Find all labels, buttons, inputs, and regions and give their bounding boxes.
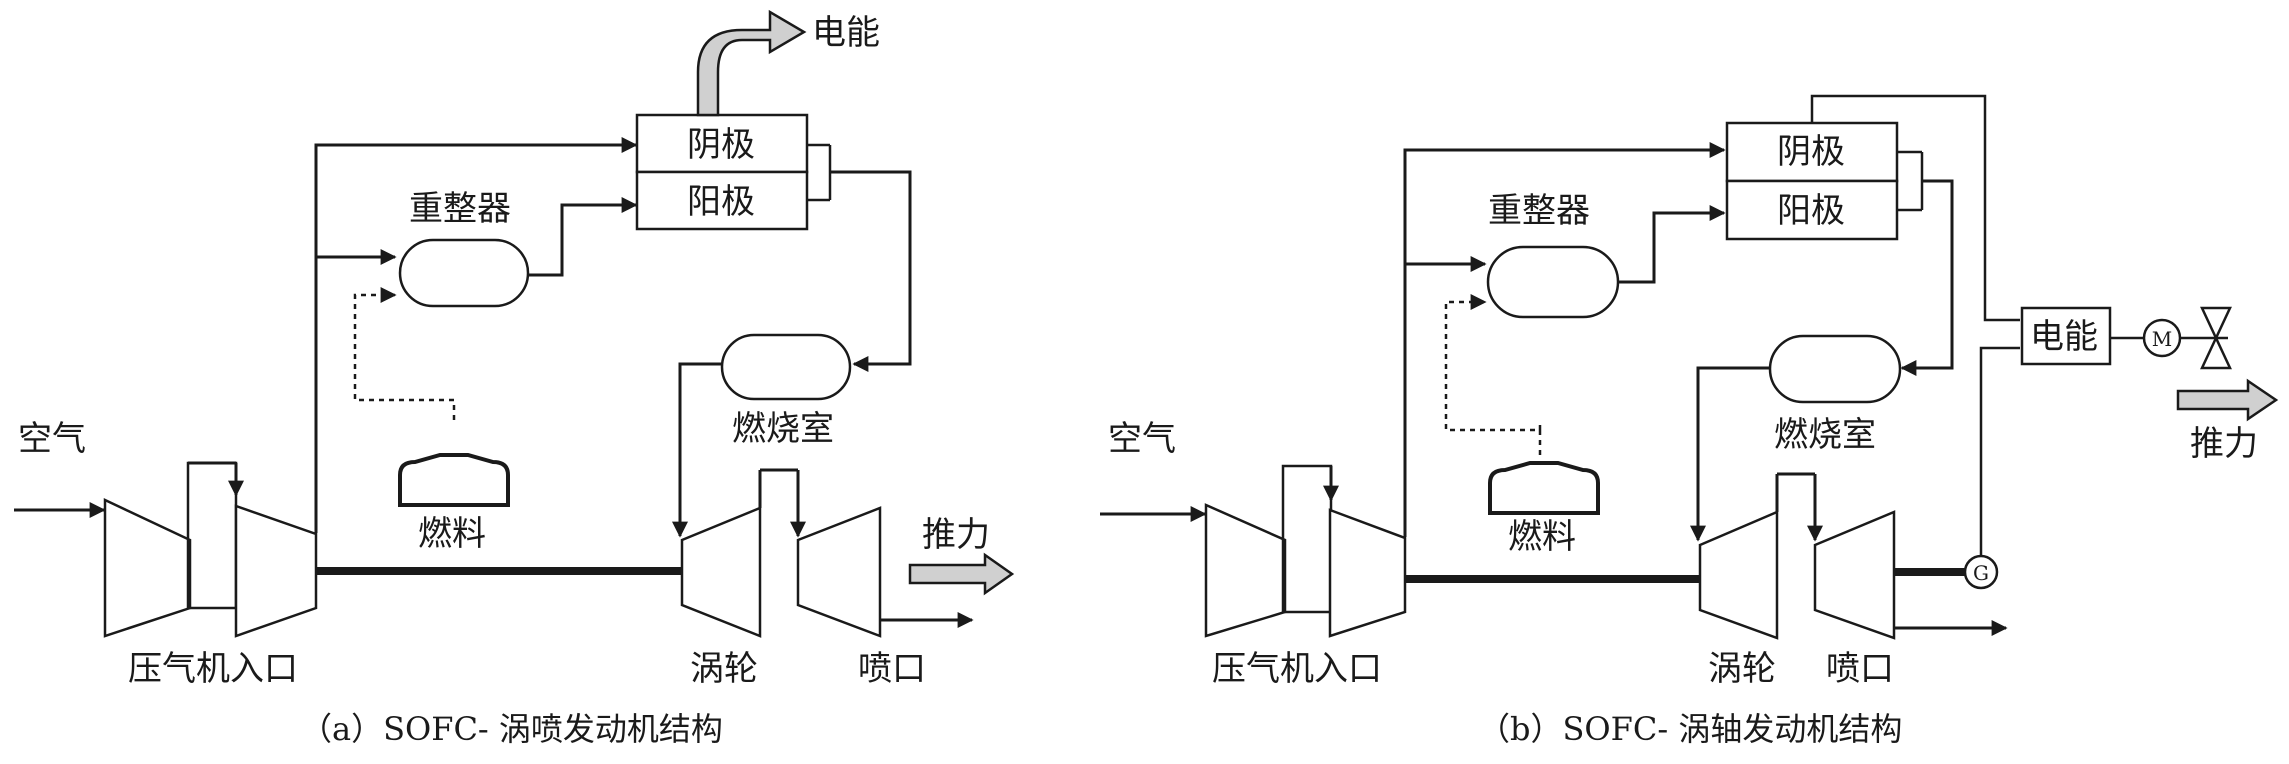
compressor-stage-1-b: [1204, 503, 1287, 638]
combustor-to-turbine-line: [672, 362, 722, 538]
air-to-cathode-line-b: [1403, 142, 1726, 537]
electricity-label: 电能: [812, 13, 880, 53]
exhaust-to-combustor-line: [830, 170, 912, 372]
reformer-vessel-b: [1486, 245, 1620, 319]
combustor-vessel-b: [1768, 334, 1902, 404]
combustor-label: 燃烧室: [732, 409, 834, 449]
anode-block-b: [1725, 179, 1899, 241]
fan-blade-top: [2200, 306, 2232, 341]
compressor-stage-2: [234, 504, 318, 638]
anode-label: 阳极: [687, 182, 755, 222]
reformer-label: 重整器: [409, 189, 511, 229]
compressor-label: 压气机入口: [128, 649, 298, 689]
electricity-label-b: 电能: [2030, 317, 2098, 357]
thrust-label: 推力: [922, 515, 990, 555]
reformer-vessel: [398, 238, 530, 308]
power-unit-box: [2020, 306, 2112, 366]
air-label: 空气: [18, 419, 86, 459]
thrust-arrow-b: [2176, 378, 2279, 422]
cathode-label: 阴极: [687, 125, 755, 165]
fuel-label-b: 燃料: [1508, 517, 1576, 557]
nozzle-label: 喷口: [858, 649, 926, 689]
turbine-label: 涡轮: [690, 649, 758, 689]
compressor-casing-b: [1281, 464, 1333, 614]
turbine-stage: [680, 506, 762, 638]
panel-b: 空气 压气机入口 重整器 燃料 阴极 阳极 燃烧室: [1100, 94, 2279, 748]
fuel-label: 燃料: [418, 514, 486, 554]
fuel-line-b: [1444, 294, 1542, 455]
combustor-label-b: 燃烧室: [1774, 415, 1876, 455]
combustor-to-turbine-line-b: [1690, 366, 1770, 542]
fuel-tank-icon: [398, 453, 510, 507]
compressor-stage-1: [103, 498, 192, 638]
air-to-cathode-line: [314, 137, 638, 533]
compressor-stage-2-b: [1328, 508, 1407, 638]
air-label-b: 空气: [1108, 419, 1176, 459]
anode-label-b: 阳极: [1777, 191, 1845, 231]
nozzle-stage: [796, 506, 882, 638]
compressor-label-b: 压气机入口: [1212, 649, 1382, 689]
generator-to-power-wire: [1979, 346, 2020, 556]
turbine-label-b: 涡轮: [1708, 649, 1776, 689]
exhaust-to-combustor-line-b: [1900, 179, 1954, 376]
electric-output-arrow: [696, 9, 807, 117]
combustor-vessel: [720, 333, 852, 401]
thrust-arrow: [908, 552, 1015, 596]
panel-a: 空气 压气机入口 重整器 燃料 阴极 阳极 电能: [14, 9, 1015, 748]
stack-to-power-wire: [1810, 94, 2020, 322]
fuel-tank-icon-b: [1488, 461, 1600, 515]
fuel-line: [353, 287, 456, 420]
cathode-block: [635, 113, 809, 174]
generator-label: G: [1973, 561, 1989, 585]
power-turbine-stage: [1813, 510, 1896, 640]
reformer-to-anode-line-b: [1618, 205, 1726, 284]
motor-label: M: [2152, 327, 2172, 351]
cathode-label-b: 阴极: [1777, 132, 1845, 172]
reformer-to-anode-line: [528, 197, 638, 277]
reformer-label-b: 重整器: [1488, 191, 1590, 231]
nozzle-label-b: 喷口: [1826, 649, 1894, 689]
caption-b: （b）SOFC- 涡轴发动机结构: [1478, 710, 1902, 748]
compressor-casing: [186, 461, 238, 610]
caption-a: （a）SOFC- 涡喷发动机结构: [300, 710, 723, 748]
turbine-stage-b: [1698, 510, 1779, 640]
thrust-label-b: 推力: [2190, 424, 2258, 464]
fan-blade-bottom: [2200, 335, 2232, 370]
